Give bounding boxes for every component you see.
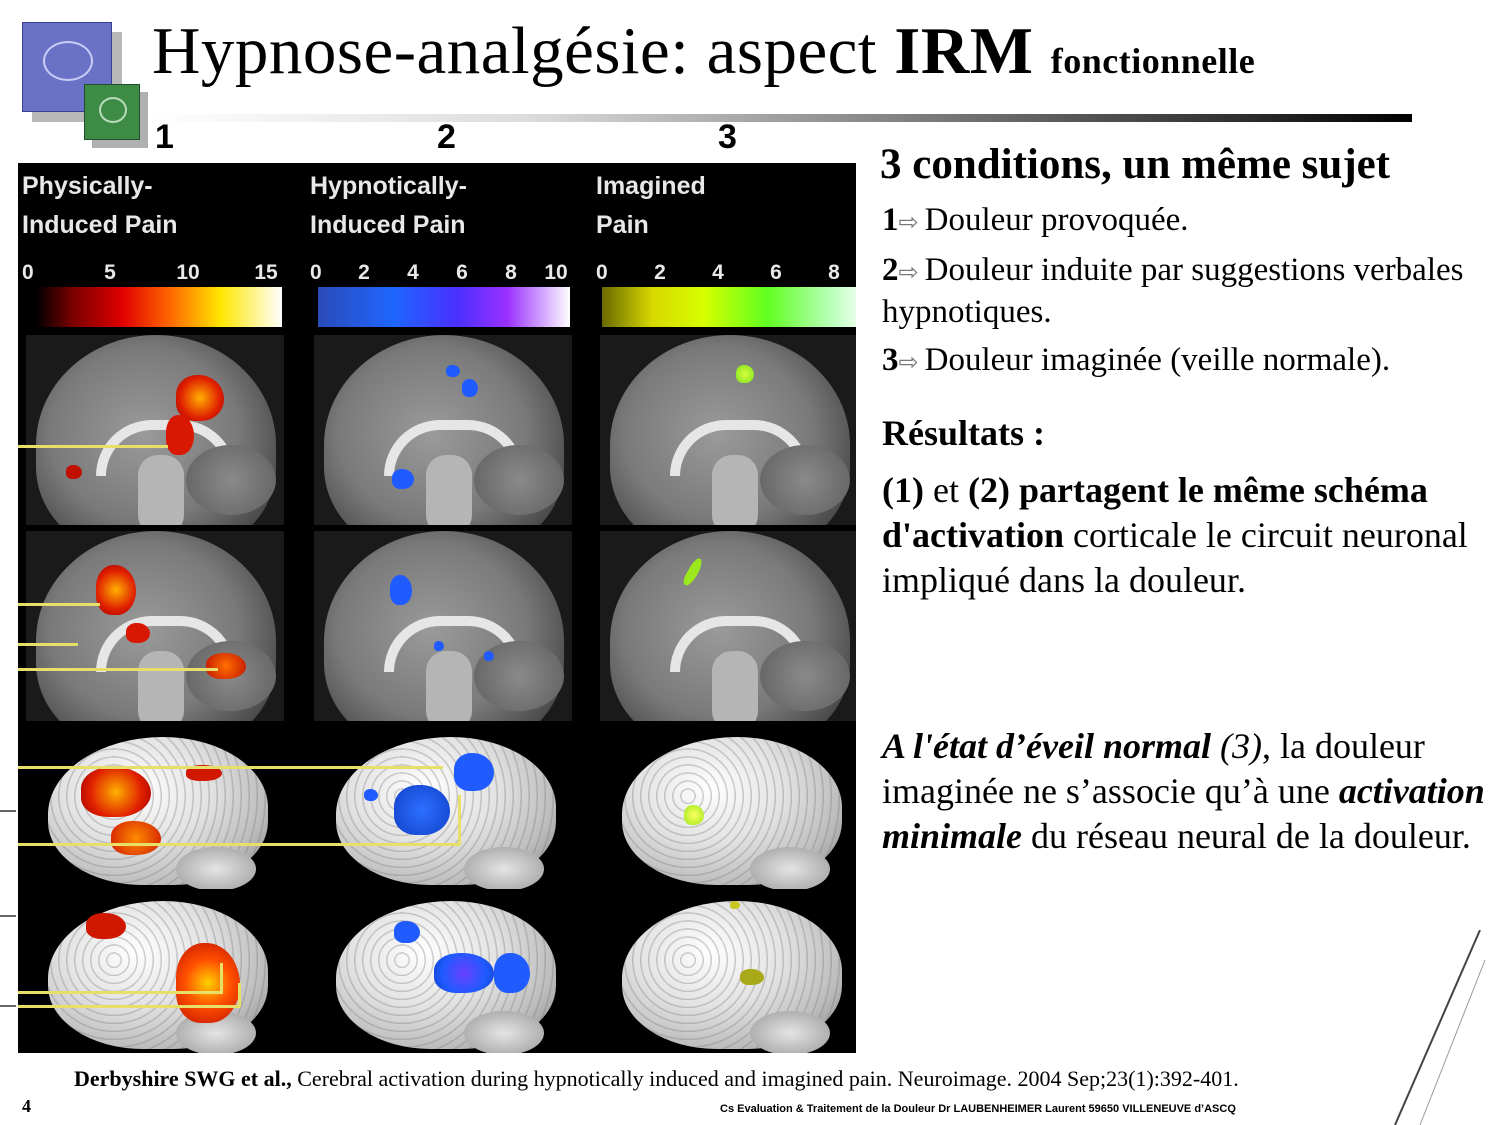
column-number-3: 3: [718, 118, 737, 156]
ref-1: (1): [882, 470, 924, 510]
sagittal-brain-5: [600, 335, 856, 525]
conditions-heading: 3 conditions, un même sujet: [880, 141, 1391, 188]
scale-tick: 2: [654, 261, 666, 284]
surface-brain-6: [600, 893, 856, 1053]
paragraph-rest: corticale le circuit neuronal impliqué d…: [882, 515, 1468, 600]
column-number-1: 1: [155, 118, 174, 156]
column-number-2: 2: [437, 118, 456, 156]
scale-tick: 10: [176, 261, 200, 284]
paragraph-text-end: du réseau neural de la douleur.: [1022, 816, 1471, 856]
scale-tick: 6: [456, 261, 468, 284]
ref-2: (2): [967, 470, 1010, 510]
condition-number: 1: [882, 202, 899, 238]
surface-brain-4: [314, 893, 572, 1053]
scale-tick: 0: [596, 261, 608, 284]
guide-line: [18, 1005, 240, 1008]
color-scale-hypnotic: [318, 287, 570, 327]
figure-column-hypnotic: Hypnotically- Induced Pain 0 2 4 6 8 10: [306, 163, 586, 1053]
text-et: et: [923, 470, 968, 510]
figure-column-physical: Physically- Induced Pain 0 5 10 15: [18, 163, 298, 1053]
condition-label-hypnotic: Hypnotically- Induced Pain: [310, 172, 467, 239]
arrow-right-icon: ⇨: [898, 208, 919, 236]
guide-line: [18, 991, 223, 994]
title-bold: IRM: [894, 14, 1034, 88]
guide-line: [220, 963, 223, 993]
scale-tick: 0: [22, 261, 34, 284]
guide-line: [238, 983, 241, 1007]
condition-item-2: 2⇨Douleur induite par suggestions verbal…: [882, 250, 1482, 332]
surface-brain-3: [314, 729, 572, 889]
scale-tick: 4: [712, 261, 724, 284]
figure-column-imagined: Imagined Pain 0 2 4 6 8: [592, 163, 856, 1053]
scale-tick: 4: [407, 261, 419, 284]
citation-authors: Derbyshire SWG et al.,: [74, 1066, 292, 1091]
scale-ticks-imagined: 0 2 4 6 8: [596, 261, 856, 289]
shared-pattern-text: partagent le même schéma d'activation: [882, 470, 1428, 555]
color-scale-imagined: [602, 287, 856, 327]
ref-3: (3): [1210, 726, 1262, 766]
slide-title: Hypnose-analgésie: aspect IRM fonctionne…: [152, 6, 1255, 106]
surface-brain-1: [26, 729, 284, 889]
sagittal-brain-1: [26, 335, 284, 525]
paragraph-text: , la douleur imaginée ne s’associe qu’à …: [882, 726, 1425, 811]
fmri-figure: Physically- Induced Pain 0 5 10 15: [18, 163, 856, 1053]
surface-brain-2: [26, 893, 284, 1053]
sagittal-brain-4: [314, 531, 572, 721]
logo-image-back: [22, 22, 112, 112]
condition-item-3: 3⇨Douleur imaginée (veille normale).: [882, 340, 1482, 382]
sagittal-brain-2: [26, 531, 284, 721]
page-number: 4: [22, 1096, 31, 1116]
footer-text: Cs Evaluation & Traitement de la Douleur…: [720, 1103, 1236, 1115]
decor-line: [0, 810, 16, 812]
guide-line: [458, 795, 461, 845]
condition-number: 3: [882, 342, 899, 378]
scale-tick: 8: [828, 261, 840, 284]
guide-line: [18, 766, 443, 769]
awake-state-text: A l'état d’éveil normal: [882, 726, 1211, 766]
condition-text: Douleur imaginée (veille normale).: [924, 342, 1391, 378]
scale-tick: 8: [505, 261, 517, 284]
surface-brain-5: [600, 729, 856, 889]
scale-tick: 0: [310, 261, 322, 284]
scale-tick: 10: [544, 261, 568, 284]
condition-label-imagined: Imagined Pain: [596, 172, 706, 239]
minimal-activation-text: activation minimale: [882, 771, 1485, 856]
guide-line: [18, 668, 218, 671]
title-main: Hypnose-analgésie: aspect: [152, 14, 895, 88]
arrow-right-icon: ⇨: [898, 348, 919, 376]
condition-item-1: 1⇨Douleur provoquée.: [882, 200, 1482, 242]
scale-tick: 5: [104, 261, 116, 284]
scale-ticks-physical: 0 5 10 15: [22, 261, 284, 289]
guide-line: [18, 843, 460, 846]
scale-tick: 2: [358, 261, 370, 284]
arrow-right-icon: ⇨: [898, 258, 919, 286]
title-divider: [150, 114, 1412, 122]
color-scale-physical: [36, 287, 282, 327]
citation-text: Cerebral activation during hypnotically …: [291, 1066, 1239, 1091]
results-paragraph-2: A l'état d’éveil normal (3), la douleur …: [882, 724, 1492, 859]
scale-ticks-hypnotic: 0 2 4 6 8 10: [310, 261, 572, 289]
sagittal-brain-3: [314, 335, 572, 525]
condition-text: Douleur provoquée.: [924, 202, 1189, 238]
logo-image-front: [84, 84, 140, 140]
decor-line: [0, 915, 16, 917]
decor-line: [0, 1005, 16, 1007]
guide-line: [18, 445, 168, 448]
title-small: fonctionnelle: [1050, 41, 1256, 81]
results-paragraph-1: (1) et (2) partagent le même schéma d'ac…: [882, 468, 1482, 603]
guide-line: [18, 603, 100, 606]
condition-label-physical: Physically- Induced Pain: [22, 172, 178, 239]
scale-tick: 6: [770, 261, 782, 284]
decor-diagonal-lines: [1394, 930, 1486, 1125]
citation: Derbyshire SWG et al., Cerebral activati…: [74, 1066, 1239, 1092]
scale-tick: 15: [254, 261, 278, 284]
results-heading: Résultats :: [882, 413, 1045, 453]
condition-text: Douleur induite par suggestions verbales…: [882, 252, 1464, 330]
condition-number: 2: [882, 252, 899, 288]
sagittal-brain-6: [600, 531, 856, 721]
guide-line: [18, 643, 78, 646]
